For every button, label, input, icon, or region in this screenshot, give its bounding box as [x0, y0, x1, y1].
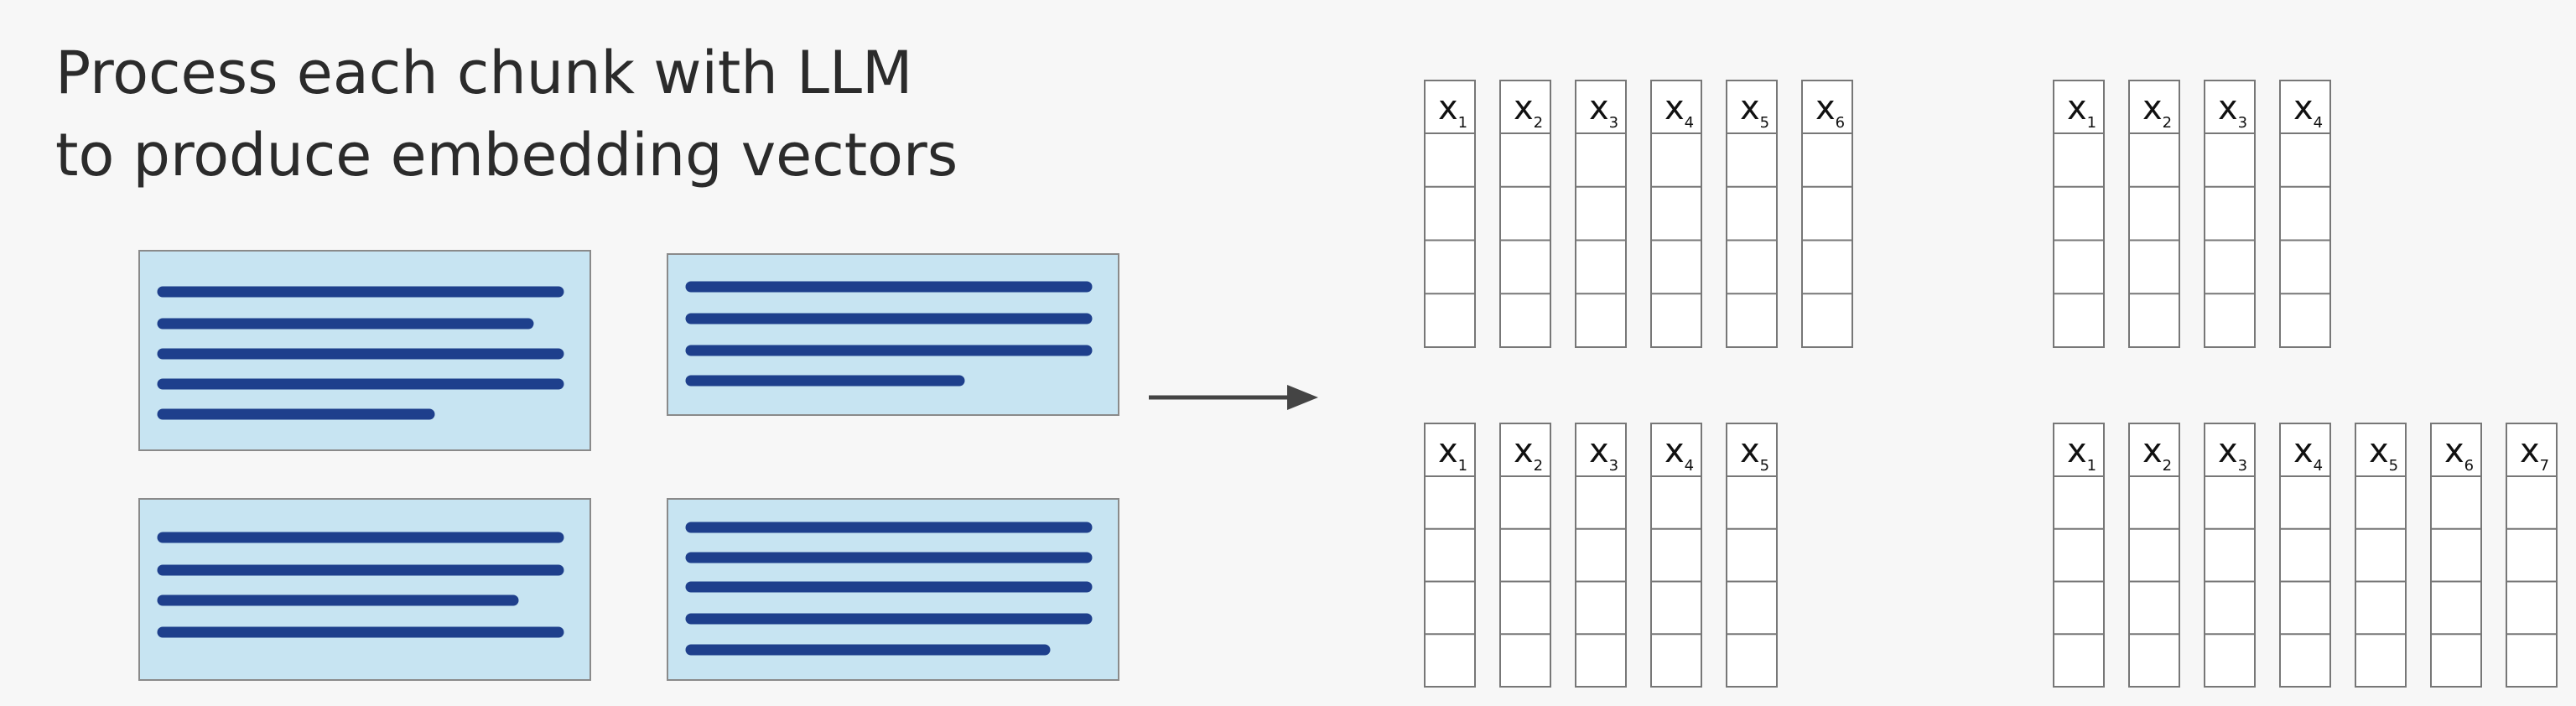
embedding-vector: x3: [1575, 423, 1627, 688]
chunk-box: [138, 498, 591, 681]
vector-label-subscript: 1: [2087, 114, 2096, 132]
vector-box: [2204, 80, 2256, 348]
embedding-vector: x2: [1499, 80, 1551, 348]
vector-label-subscript: 6: [1836, 114, 1845, 132]
vector-box: [2279, 423, 2331, 688]
title: Process each chunk with LLM to produce e…: [55, 39, 958, 189]
vector-box: [1499, 80, 1551, 348]
embedding-vector: x4: [1650, 80, 1702, 348]
vector-label-subscript: 2: [2163, 457, 2172, 475]
embedding-vector: x5: [2355, 423, 2407, 688]
vector-box: [2053, 80, 2105, 348]
embedding-vector: x3: [1575, 80, 1627, 348]
vector-box: [2053, 423, 2105, 688]
embedding-vector: x2: [2128, 80, 2180, 348]
vector-label-subscript: 1: [1458, 114, 1467, 132]
vector-box: [1726, 423, 1778, 688]
vector-label-subscript: 4: [1685, 114, 1694, 132]
embedding-vector: x6: [1801, 80, 1853, 348]
embedding-vector: x1: [2053, 80, 2105, 348]
embedding-vector: x5: [1726, 80, 1778, 348]
vector-label-subscript: 7: [2540, 457, 2549, 475]
vector-label-subscript: 3: [1609, 457, 1618, 475]
text-chunk: [138, 250, 591, 451]
embedding-vector: x7: [2506, 423, 2558, 688]
embedding-vector: x4: [1650, 423, 1702, 688]
vector-label-subscript: 4: [2314, 114, 2323, 132]
vector-label-subscript: 3: [1609, 114, 1618, 132]
embedding-vector: x1: [2053, 423, 2105, 688]
embedding-vector: x5: [1726, 423, 1778, 688]
vector-box: [2355, 423, 2407, 688]
vector-label-subscript: 3: [2238, 457, 2247, 475]
vector-label-subscript: 5: [1760, 114, 1769, 132]
vector-label-subscript: 2: [2163, 114, 2172, 132]
vector-box: [2506, 423, 2558, 688]
vector-box: [1726, 80, 1778, 348]
vector-label-subscript: 6: [2464, 457, 2474, 475]
title-line-1: Process each chunk with LLM: [55, 39, 912, 107]
vector-box: [2430, 423, 2482, 688]
arrow-head-icon: [1287, 385, 1318, 410]
vector-box: [2128, 80, 2180, 348]
vector-box: [2279, 80, 2331, 348]
embedding-vector: x2: [1499, 423, 1551, 688]
embedding-vector: x3: [2204, 80, 2256, 348]
vector-box: [1424, 80, 1476, 348]
vector-box: [2204, 423, 2256, 688]
vector-box: [1499, 423, 1551, 688]
embedding-vector: x4: [2279, 423, 2331, 688]
vector-label-subscript: 4: [1685, 457, 1694, 475]
vector-label-subscript: 5: [2389, 457, 2398, 475]
vector-label-subscript: 3: [2238, 114, 2247, 132]
vector-box: [1575, 80, 1627, 348]
text-chunk: [667, 498, 1119, 681]
embedding-vector: x4: [2279, 80, 2331, 348]
vector-box: [1650, 423, 1702, 688]
vector-label-subscript: 4: [2314, 457, 2323, 475]
vector-box: [1650, 80, 1702, 348]
vector-label-subscript: 1: [2087, 457, 2096, 475]
vector-label-subscript: 1: [1458, 457, 1467, 475]
chunk-box: [667, 253, 1119, 416]
text-chunk: [667, 253, 1119, 416]
embedding-vector: x1: [1424, 423, 1476, 688]
vector-box: [1575, 423, 1627, 688]
vector-box: [1424, 423, 1476, 688]
embedding-vector: x3: [2204, 423, 2256, 688]
vector-box: [1801, 80, 1853, 348]
vector-box: [2128, 423, 2180, 688]
vector-label-subscript: 5: [1760, 457, 1769, 475]
vector-label-subscript: 2: [1534, 457, 1543, 475]
text-chunks: [138, 250, 1119, 681]
process-arrow: [1149, 385, 1318, 410]
vector-label-subscript: 2: [1534, 114, 1543, 132]
embedding-vector: x2: [2128, 423, 2180, 688]
text-chunk: [138, 498, 591, 681]
embedding-vector: x1: [1424, 80, 1476, 348]
embedding-vector: x6: [2430, 423, 2482, 688]
title-line-2: to produce embedding vectors: [55, 121, 958, 189]
